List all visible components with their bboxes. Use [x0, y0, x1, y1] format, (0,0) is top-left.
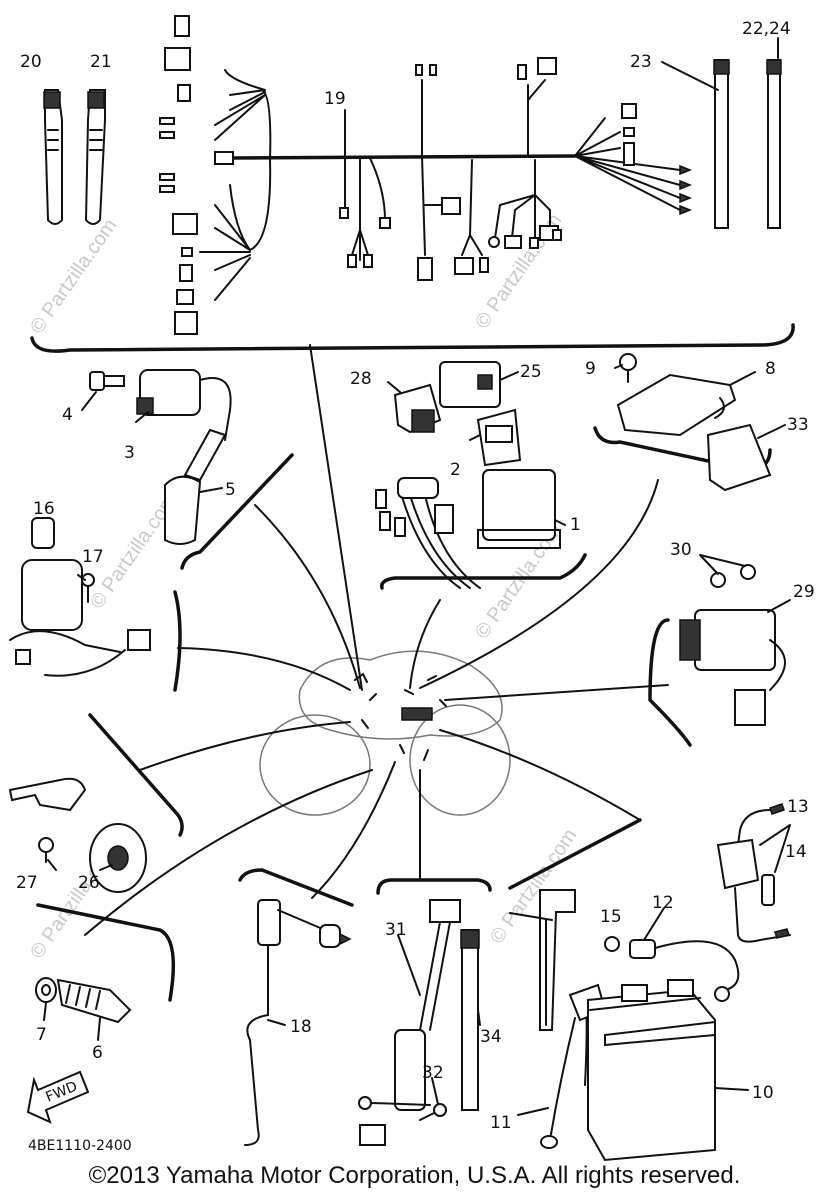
- group-brackets: [36, 426, 772, 1002]
- callout-7: 7: [36, 1025, 47, 1045]
- callout-14: 14: [785, 842, 807, 862]
- callout-23: 23: [630, 52, 652, 72]
- callout-19: 19: [324, 89, 346, 109]
- callout-31: 31: [385, 920, 407, 940]
- callout-2: 2: [450, 460, 461, 480]
- diagram-code: 4BE1110-2400: [28, 1138, 132, 1154]
- callout-34: 34: [480, 1027, 502, 1047]
- cable-tie-20: [43, 89, 63, 225]
- relay-28: [393, 383, 442, 434]
- callout-27: 27: [16, 873, 38, 893]
- screw-9: [619, 353, 637, 383]
- callout-28: 28: [350, 369, 372, 389]
- callout-4: 4: [62, 405, 73, 425]
- fwd-arrow: FWD: [26, 1070, 90, 1124]
- copyright-notice: ©2013 Yamaha Motor Corporation, U.S.A. A…: [88, 1162, 741, 1189]
- callout-22-24: 22,24: [742, 19, 791, 39]
- callout-15: 15: [600, 907, 622, 927]
- motorcycle-outline: [259, 650, 511, 816]
- screw-17: [81, 573, 95, 603]
- starter-relay-29: [679, 609, 786, 726]
- callout-3: 3: [124, 443, 135, 463]
- bolt-32: [419, 1103, 447, 1121]
- coupler-2: [476, 408, 522, 467]
- flasher-25: [439, 361, 501, 408]
- callout-12: 12: [652, 893, 674, 913]
- callout-13: 13: [787, 797, 809, 817]
- callout-20: 20: [20, 52, 42, 72]
- callout-6: 6: [92, 1043, 103, 1063]
- callout-16: 16: [33, 499, 55, 519]
- callout-leaders: [43, 37, 791, 1116]
- battery-10: [587, 979, 716, 1162]
- lead-12: [604, 936, 740, 1002]
- band-34: [460, 929, 480, 1111]
- watermark: © Partzilla.com: [486, 825, 581, 948]
- callout-1: 1: [570, 515, 581, 535]
- callout-30: 30: [670, 540, 692, 560]
- wire-harness-19: [30, 15, 795, 353]
- callout-11: 11: [490, 1113, 512, 1133]
- callout-labels: 20 21 19 23 22,24 4 3 5 28 25 2 1 9 8 33…: [16, 19, 815, 1133]
- cdi-unit-1: [375, 469, 561, 589]
- neutral-switch-6: [56, 978, 132, 1024]
- fuse-holder-13: [716, 803, 791, 943]
- plug-cap-5: [164, 428, 227, 545]
- bolt-27: [38, 837, 54, 863]
- callout-29: 29: [793, 582, 815, 602]
- sidestand-switch-18: [244, 899, 352, 1146]
- callout-10: 10: [752, 1083, 774, 1103]
- callout-18: 18: [290, 1017, 312, 1037]
- bolt-4: [89, 371, 125, 391]
- leader-lines: [84, 344, 669, 936]
- horn-26: [8, 777, 147, 893]
- callout-9: 9: [585, 359, 596, 379]
- band-22-24: [766, 59, 782, 229]
- callout-5: 5: [225, 480, 236, 500]
- watermark: © Partzilla.com: [26, 215, 121, 338]
- callout-17: 17: [82, 547, 104, 567]
- callout-21: 21: [90, 52, 112, 72]
- washer-7: [35, 977, 57, 1003]
- callout-33: 33: [787, 415, 809, 435]
- cable-tie-21: [84, 89, 106, 225]
- callout-26: 26: [78, 873, 100, 893]
- callout-32: 32: [422, 1063, 444, 1083]
- rectifier-regulator-8: [616, 373, 737, 437]
- band-23: [713, 59, 730, 229]
- callout-8: 8: [765, 359, 776, 379]
- callout-25: 25: [520, 362, 542, 382]
- brake-switch-31: [358, 899, 461, 1146]
- nut-30: [710, 564, 756, 588]
- relay-33: [706, 423, 772, 492]
- ignition-coil-3: [136, 369, 232, 441]
- fuse-14: [761, 874, 775, 906]
- main-switch-16: [9, 517, 151, 677]
